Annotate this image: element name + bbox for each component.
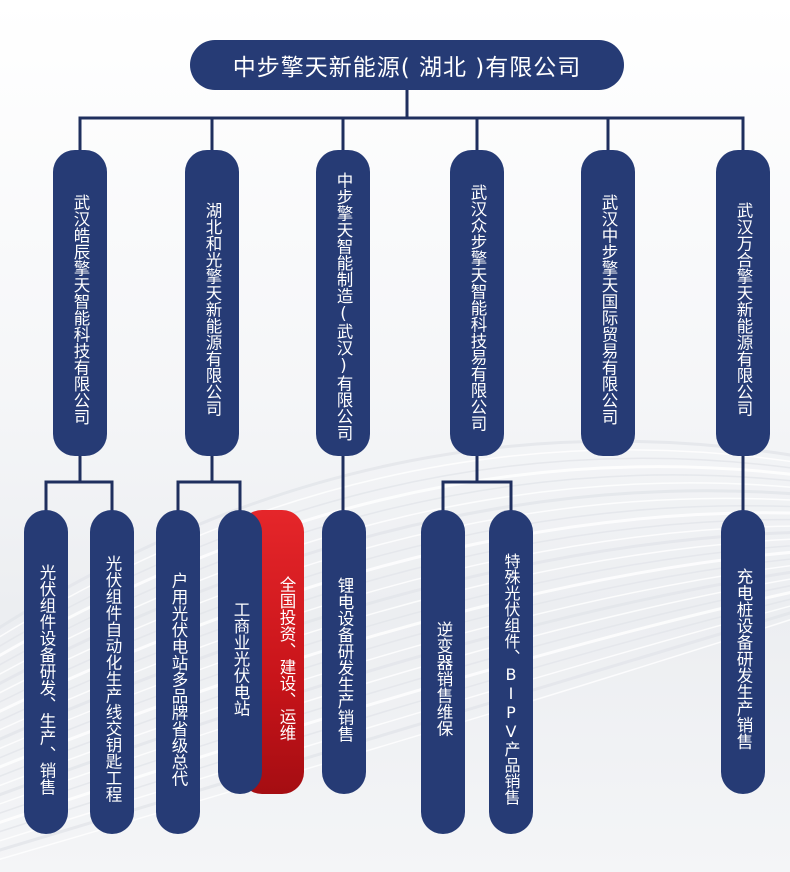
business-label: 逆变器销售维保	[434, 621, 453, 737]
business-label: 户用光伏电站多品牌省级总代	[169, 571, 188, 787]
company-node: 武汉中步擎天国际贸易有限公司	[581, 150, 635, 456]
company-node: 湖北和光擎天新能源有限公司	[185, 150, 239, 456]
business-node: 锂电设备研发生产销售	[322, 510, 366, 794]
business-label: 充电桩设备研发生产销售	[734, 568, 753, 750]
company-label: 中步擎天智能制造(武汉)有限公司	[334, 171, 353, 441]
company-label: 武汉皓辰擎天智能科技有限公司	[71, 194, 90, 425]
company-label: 湖北和光擎天新能源有限公司	[203, 201, 222, 417]
company-node: 武汉皓辰擎天智能科技有限公司	[53, 150, 107, 456]
business-node: 充电桩设备研发生产销售	[721, 510, 765, 794]
company-label: 武汉众步擎天智能科技易有限公司	[468, 184, 487, 432]
business-node: 户用光伏电站多品牌省级总代	[156, 510, 200, 834]
company-node: 中步擎天智能制造(武汉)有限公司	[316, 150, 370, 456]
company-node: 武汉众步擎天智能科技易有限公司	[450, 150, 504, 456]
business-label: 特殊光伏组件、BIPV产品销售	[501, 553, 521, 805]
root-company: 中步擎天新能源( 湖北 )有限公司	[190, 40, 624, 90]
business-node: 工商业光伏电站	[218, 510, 262, 794]
business-label: 锂电设备研发生产销售	[335, 576, 354, 742]
company-node: 武汉万合擎天新能源有限公司	[716, 150, 770, 456]
business-label: 全国投资、建设、运维	[277, 575, 296, 741]
business-node: 光伏组件自动化生产线交钥匙工程	[90, 510, 134, 834]
company-label: 武汉中步擎天国际贸易有限公司	[599, 193, 618, 425]
business-node: 逆变器销售维保	[421, 510, 465, 834]
business-label: 工商业光伏电站	[231, 601, 250, 717]
business-node: 特殊光伏组件、BIPV产品销售	[489, 510, 533, 834]
business-node: 光伏组件设备研发、生产、销售	[24, 510, 68, 834]
root-company-label: 中步擎天新能源( 湖北 )有限公司	[232, 55, 582, 81]
business-label: 光伏组件自动化生产线交钥匙工程	[103, 555, 122, 803]
company-label: 武汉万合擎天新能源有限公司	[734, 201, 753, 417]
business-label: 光伏组件设备研发、生产、销售	[37, 563, 56, 795]
